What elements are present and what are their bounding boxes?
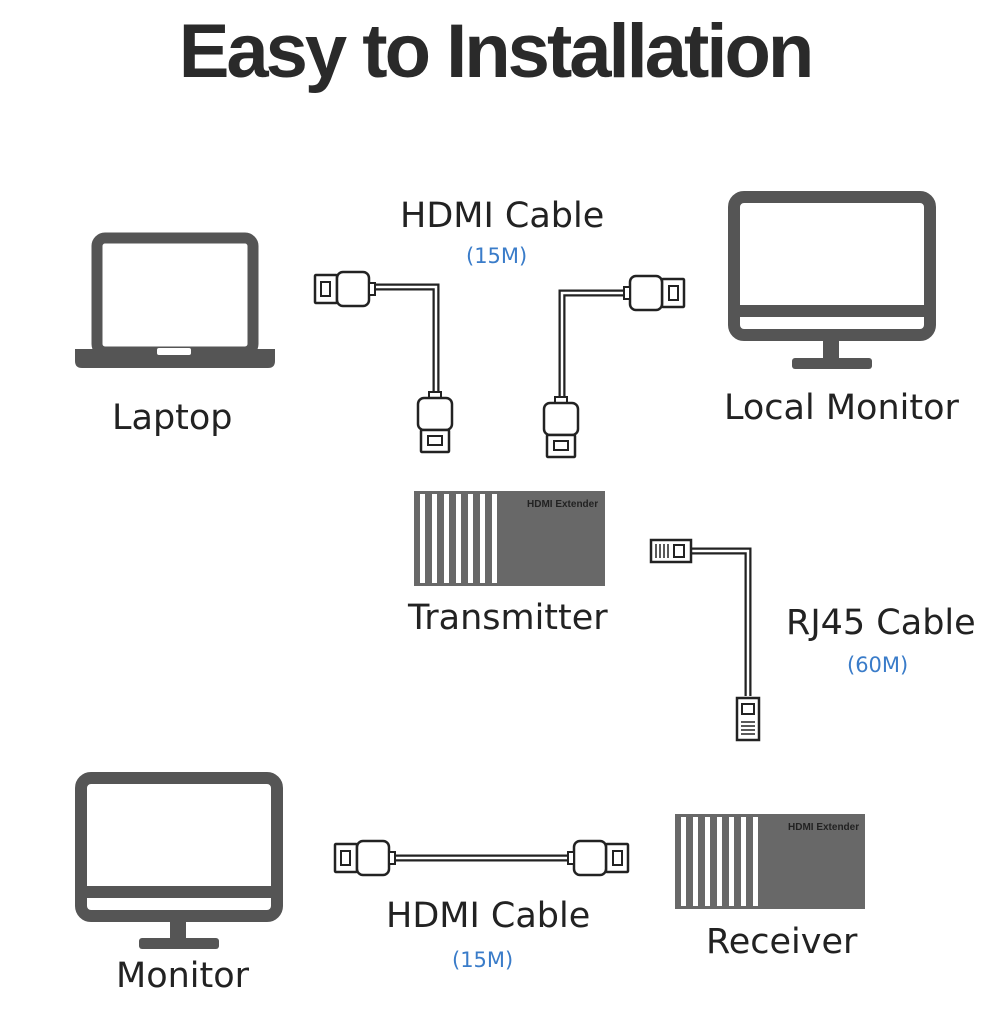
page-title: Easy to Installation — [178, 9, 815, 94]
laptop-label: Laptop — [112, 398, 233, 438]
transmitter-brand: HDMI Extender — [527, 499, 598, 510]
receiver-label: Receiver — [706, 922, 858, 962]
hdmi-cable-bottom-length: (15M) — [452, 948, 514, 972]
receiver-brand: HDMI Extender — [788, 822, 859, 833]
hdmi-cable-left-icon — [313, 270, 454, 454]
hdmi-cable-bottom-icon — [333, 839, 630, 877]
laptop-icon — [75, 232, 275, 368]
rj45-cable-icon — [649, 538, 761, 742]
transmitter-box: HDMI Extender — [414, 491, 605, 586]
rj45-cable-label: RJ45 Cable — [786, 603, 976, 643]
hdmi-cable-right-icon — [542, 274, 686, 459]
rj45-cable-length: (60M) — [847, 653, 909, 677]
hdmi-cable-bottom-label: HDMI Cable — [386, 896, 591, 936]
monitor-icon — [75, 772, 283, 949]
local-monitor-icon — [728, 191, 936, 369]
hdmi-cable-top-length: (15M) — [466, 244, 528, 268]
hdmi-cable-top-label: HDMI Cable — [400, 196, 605, 236]
transmitter-label: Transmitter — [408, 598, 608, 638]
local-monitor-label: Local Monitor — [724, 388, 959, 428]
receiver-box: HDMI Extender — [675, 814, 865, 909]
monitor-label: Monitor — [116, 956, 250, 996]
